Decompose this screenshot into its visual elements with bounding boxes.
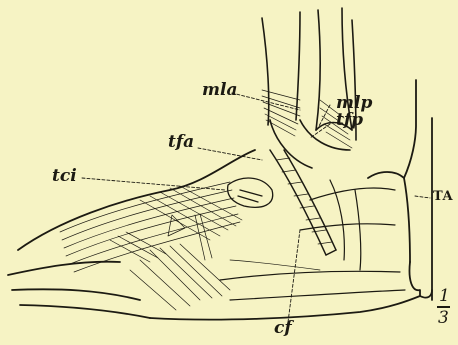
leg-bones	[262, 8, 356, 168]
label-TA: TA	[433, 190, 453, 203]
label-cf: cf	[274, 320, 292, 337]
foot-outline	[8, 80, 432, 320]
scale-numerator: 1	[439, 286, 450, 306]
label-tfa: tfa	[168, 134, 194, 151]
talus-region	[228, 178, 273, 207]
scale-denominator: 3	[438, 308, 449, 328]
label-mla: mla	[202, 82, 237, 99]
label-tfp: tfp	[336, 112, 363, 129]
scale-fraction: 1 3	[436, 286, 452, 330]
dorsal-fibres	[60, 182, 242, 272]
fibular-ligament-band	[270, 150, 336, 255]
label-tci: tci	[52, 168, 77, 185]
calcaneus	[220, 180, 405, 300]
ligament-band-hatching	[276, 158, 332, 244]
